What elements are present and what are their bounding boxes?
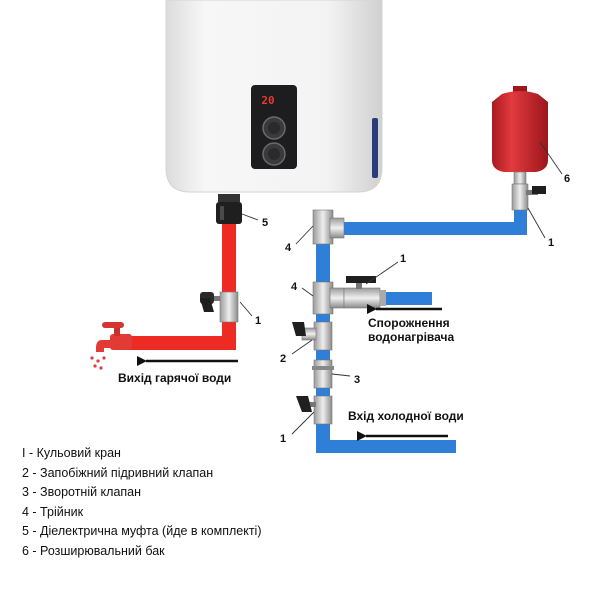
dielectric-coupling [216,194,242,224]
callout-valve-hot: 1 [255,315,261,327]
hot-water-tap [90,322,132,370]
water-heater: 20 [165,0,383,193]
callout-valve-drain: 1 [400,253,406,265]
legend-item-check-valve: 3 - Зворотній клапан [22,485,142,500]
control-panel: 20 [251,85,297,169]
callout-valve-tank: 1 [548,237,554,249]
expansion-tank [492,86,548,211]
label-drain-line2: водонагрівача [368,330,454,344]
tee-fitting-lower [312,281,345,315]
callout-check-valve: 3 [354,374,360,386]
ball-valve-cold [296,395,333,425]
legend-item-tee: 4 - Трійник [22,504,84,519]
callout-tank: 6 [564,173,570,185]
callout-tee-upper: 4 [285,242,292,254]
ball-valve-drain [343,276,386,309]
check-valve [312,359,334,389]
label-hot-out: Вихід гарячої води [118,371,231,385]
leader-lines [239,141,563,435]
callout-valve-cold: 1 [280,433,286,445]
legend-item-safety-valve: 2 - Запобіжний підривний клапан [22,465,214,480]
label-drain-line1: Спорожнення [368,316,450,330]
side-trim [372,118,378,178]
callout-coupling: 5 [262,217,268,229]
callout-tee-lower: 4 [291,281,298,293]
hot-water-pipe [126,220,236,350]
legend-item-coupling: 5 - Діелектрична муфта (йде в комплекті) [22,524,262,539]
ball-valve-hot [200,291,239,323]
legend: I - Кульовий кран 2 - Запобіжний підривн… [22,444,382,562]
safety-relief-valve [292,321,333,351]
callout-safety-valve: 2 [280,353,286,365]
label-cold-in: Вхід холодної води [348,409,464,423]
legend-item-expansion-tank: 6 - Розширювальний бак [22,543,165,558]
tee-fitting-upper [312,209,345,245]
legend-item-ball-valve: I - Кульовий кран [22,446,121,460]
ball-valve-tank [511,183,546,211]
display-reading: 20 [261,94,274,107]
